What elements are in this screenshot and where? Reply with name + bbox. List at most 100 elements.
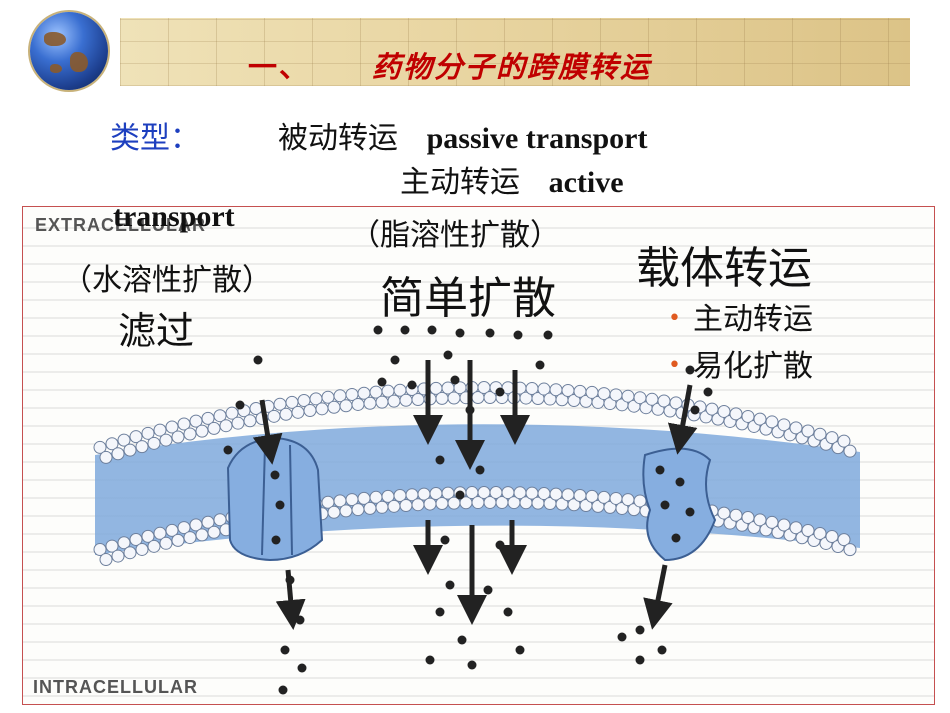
solute-dot xyxy=(377,377,387,387)
lipid-head xyxy=(177,417,191,431)
bullet-icon: • xyxy=(668,353,681,378)
lipid-head xyxy=(741,409,755,423)
solute-dot xyxy=(455,328,465,338)
solute-dot xyxy=(455,490,465,500)
lipid-head xyxy=(375,395,389,409)
lipid-head xyxy=(189,518,203,532)
lipid-head xyxy=(777,518,791,532)
solute-dot xyxy=(390,355,400,365)
active-transport-en: active xyxy=(548,166,624,199)
lipid-head xyxy=(171,533,185,547)
solute-dot xyxy=(483,585,493,595)
solute-dot xyxy=(635,655,645,665)
lipid-head xyxy=(147,539,161,553)
solute-dot xyxy=(535,360,545,370)
carrier-types-list: •主动转运 •易化扩散 xyxy=(668,298,813,392)
lipid-head xyxy=(813,526,827,540)
solute-dot xyxy=(495,387,505,397)
lipid-head xyxy=(93,440,107,454)
lipid-head xyxy=(207,421,221,435)
lipid-head xyxy=(99,450,113,464)
lipid-head xyxy=(123,443,137,457)
solute-dot xyxy=(660,500,670,510)
lipid-head xyxy=(777,418,791,432)
solute-dot xyxy=(465,405,475,415)
lipid-head xyxy=(801,424,815,438)
solute-dot xyxy=(671,533,681,543)
solute-dot xyxy=(280,645,290,655)
lipid-head xyxy=(213,409,227,423)
solute-dot xyxy=(400,325,410,335)
lipid-head xyxy=(303,404,317,418)
lipid-head xyxy=(825,431,839,445)
lipid-head xyxy=(411,498,425,512)
lipid-head xyxy=(93,543,107,557)
passive-transport-en: passive transport xyxy=(426,122,648,155)
solute-dot xyxy=(655,465,665,475)
lipid-head xyxy=(423,497,437,511)
lipid-head xyxy=(165,420,179,434)
solute-dot xyxy=(445,580,455,590)
solute-dot xyxy=(295,615,305,625)
lipid-head xyxy=(843,444,857,458)
lipid-head xyxy=(327,505,341,519)
lipid-head xyxy=(135,440,149,454)
solute-dot xyxy=(435,607,445,617)
solute-dot xyxy=(235,400,245,410)
lipid-head xyxy=(339,399,353,413)
lipid-head xyxy=(765,515,779,529)
lipid-head xyxy=(129,532,143,546)
solute-dot xyxy=(515,645,525,655)
lipid-head xyxy=(243,414,257,428)
solute-dot xyxy=(285,575,295,585)
lipid-head xyxy=(363,396,377,410)
lipid-head xyxy=(105,539,119,553)
lipid-head xyxy=(363,501,377,515)
solute-dot xyxy=(657,645,667,655)
passive-transport-cn: 被动转运 xyxy=(278,121,398,156)
solute-dot xyxy=(450,375,460,385)
lipid-head xyxy=(117,433,131,447)
title-banner xyxy=(120,18,910,86)
solute-dot xyxy=(425,655,435,665)
solute-dot xyxy=(703,387,713,397)
page-title: 一、 药物分子的跨膜转运 xyxy=(248,44,651,86)
filtration-label: 滤过 xyxy=(118,309,195,353)
lipid-head xyxy=(351,503,365,517)
solute-dot xyxy=(685,507,695,517)
lipid-head xyxy=(813,427,827,441)
active-transport-cn: 主动转运 xyxy=(400,165,520,200)
lipid-head xyxy=(789,421,803,435)
solute-molecules xyxy=(223,325,713,695)
lipid-head xyxy=(111,447,125,461)
lipid-head xyxy=(375,500,389,514)
lipid-head xyxy=(399,498,413,512)
lipid-head xyxy=(291,405,305,419)
lipid-head xyxy=(141,529,155,543)
lipid-head xyxy=(729,407,743,421)
water-soluble-label: （水溶性扩散） xyxy=(62,263,272,298)
lipid-head xyxy=(183,427,197,441)
lipid-head xyxy=(111,549,125,563)
lipid-head xyxy=(135,542,149,556)
solute-dot xyxy=(270,470,280,480)
solute-dot xyxy=(635,625,645,635)
solute-dot xyxy=(467,660,477,670)
solute-dot xyxy=(275,500,285,510)
solute-dot xyxy=(617,632,627,642)
solute-dot xyxy=(457,635,467,645)
solute-dot xyxy=(475,465,485,475)
title-text: 药物分子的跨膜转运 xyxy=(372,50,652,84)
title-number: 一、 xyxy=(248,50,311,84)
lipid-head xyxy=(159,536,173,550)
solute-dot xyxy=(297,663,307,673)
lipid-head xyxy=(153,423,167,437)
lipid-head xyxy=(159,433,173,447)
lipid-head xyxy=(189,414,203,428)
solute-dot xyxy=(373,325,383,335)
lipid-head xyxy=(387,499,401,513)
banner-map-texture xyxy=(120,18,910,86)
types-label: 类型： xyxy=(110,121,200,156)
lipid-head xyxy=(165,523,179,537)
solute-dot xyxy=(440,535,450,545)
